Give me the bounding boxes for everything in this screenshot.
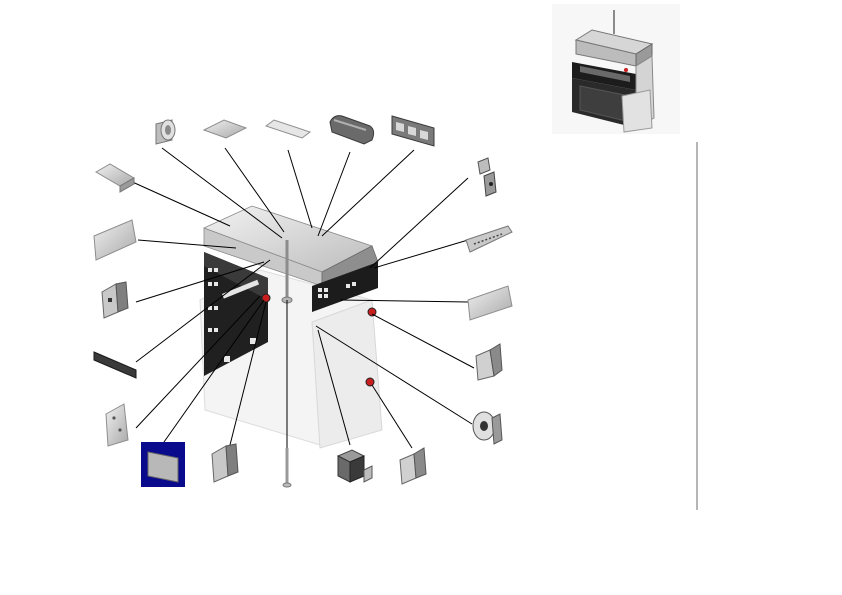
red-knob	[367, 307, 377, 317]
cabinet-left-face	[204, 252, 268, 300]
selected-panel-icon[interactable]	[141, 442, 185, 487]
tray-icon[interactable]	[95, 163, 135, 193]
bracket-icon[interactable]	[211, 443, 239, 483]
preview-red-knob	[624, 68, 628, 72]
bracket-icon[interactable]	[101, 281, 129, 319]
flat-plate-icon[interactable]	[202, 119, 248, 139]
rod-icon[interactable]	[282, 448, 292, 488]
box-icon[interactable]	[336, 449, 373, 483]
cabinet-front-band	[312, 262, 378, 312]
cylinder-mount-icon[interactable]	[155, 119, 176, 145]
roof-panel-icon[interactable]	[391, 115, 435, 147]
handle-icon[interactable]	[329, 115, 375, 145]
thin-strip-icon[interactable]	[264, 119, 312, 139]
main-cabinet-assembly	[199, 205, 383, 449]
panel-icon[interactable]	[93, 219, 137, 261]
plate-icon[interactable]	[105, 403, 129, 447]
preview-right-plate	[621, 89, 653, 133]
assembled-cabinet-icon	[552, 4, 680, 134]
cabinet-vents-left	[208, 268, 256, 362]
panel-icon[interactable]	[467, 285, 513, 321]
preview-front-inset	[580, 66, 630, 82]
bracket-icon[interactable]	[475, 343, 503, 381]
hinge-icon[interactable]	[477, 157, 497, 197]
bracket-icon[interactable]	[399, 447, 427, 485]
cabinet-ghost-right	[311, 299, 383, 449]
cabinet-slot	[222, 279, 260, 299]
strip-icon[interactable]	[93, 351, 137, 379]
latch-icon[interactable]	[472, 411, 503, 445]
red-knob	[365, 377, 375, 387]
leader-lines	[127, 147, 475, 449]
cabinet-vents-front	[318, 282, 356, 298]
rail-icon[interactable]	[465, 225, 513, 253]
